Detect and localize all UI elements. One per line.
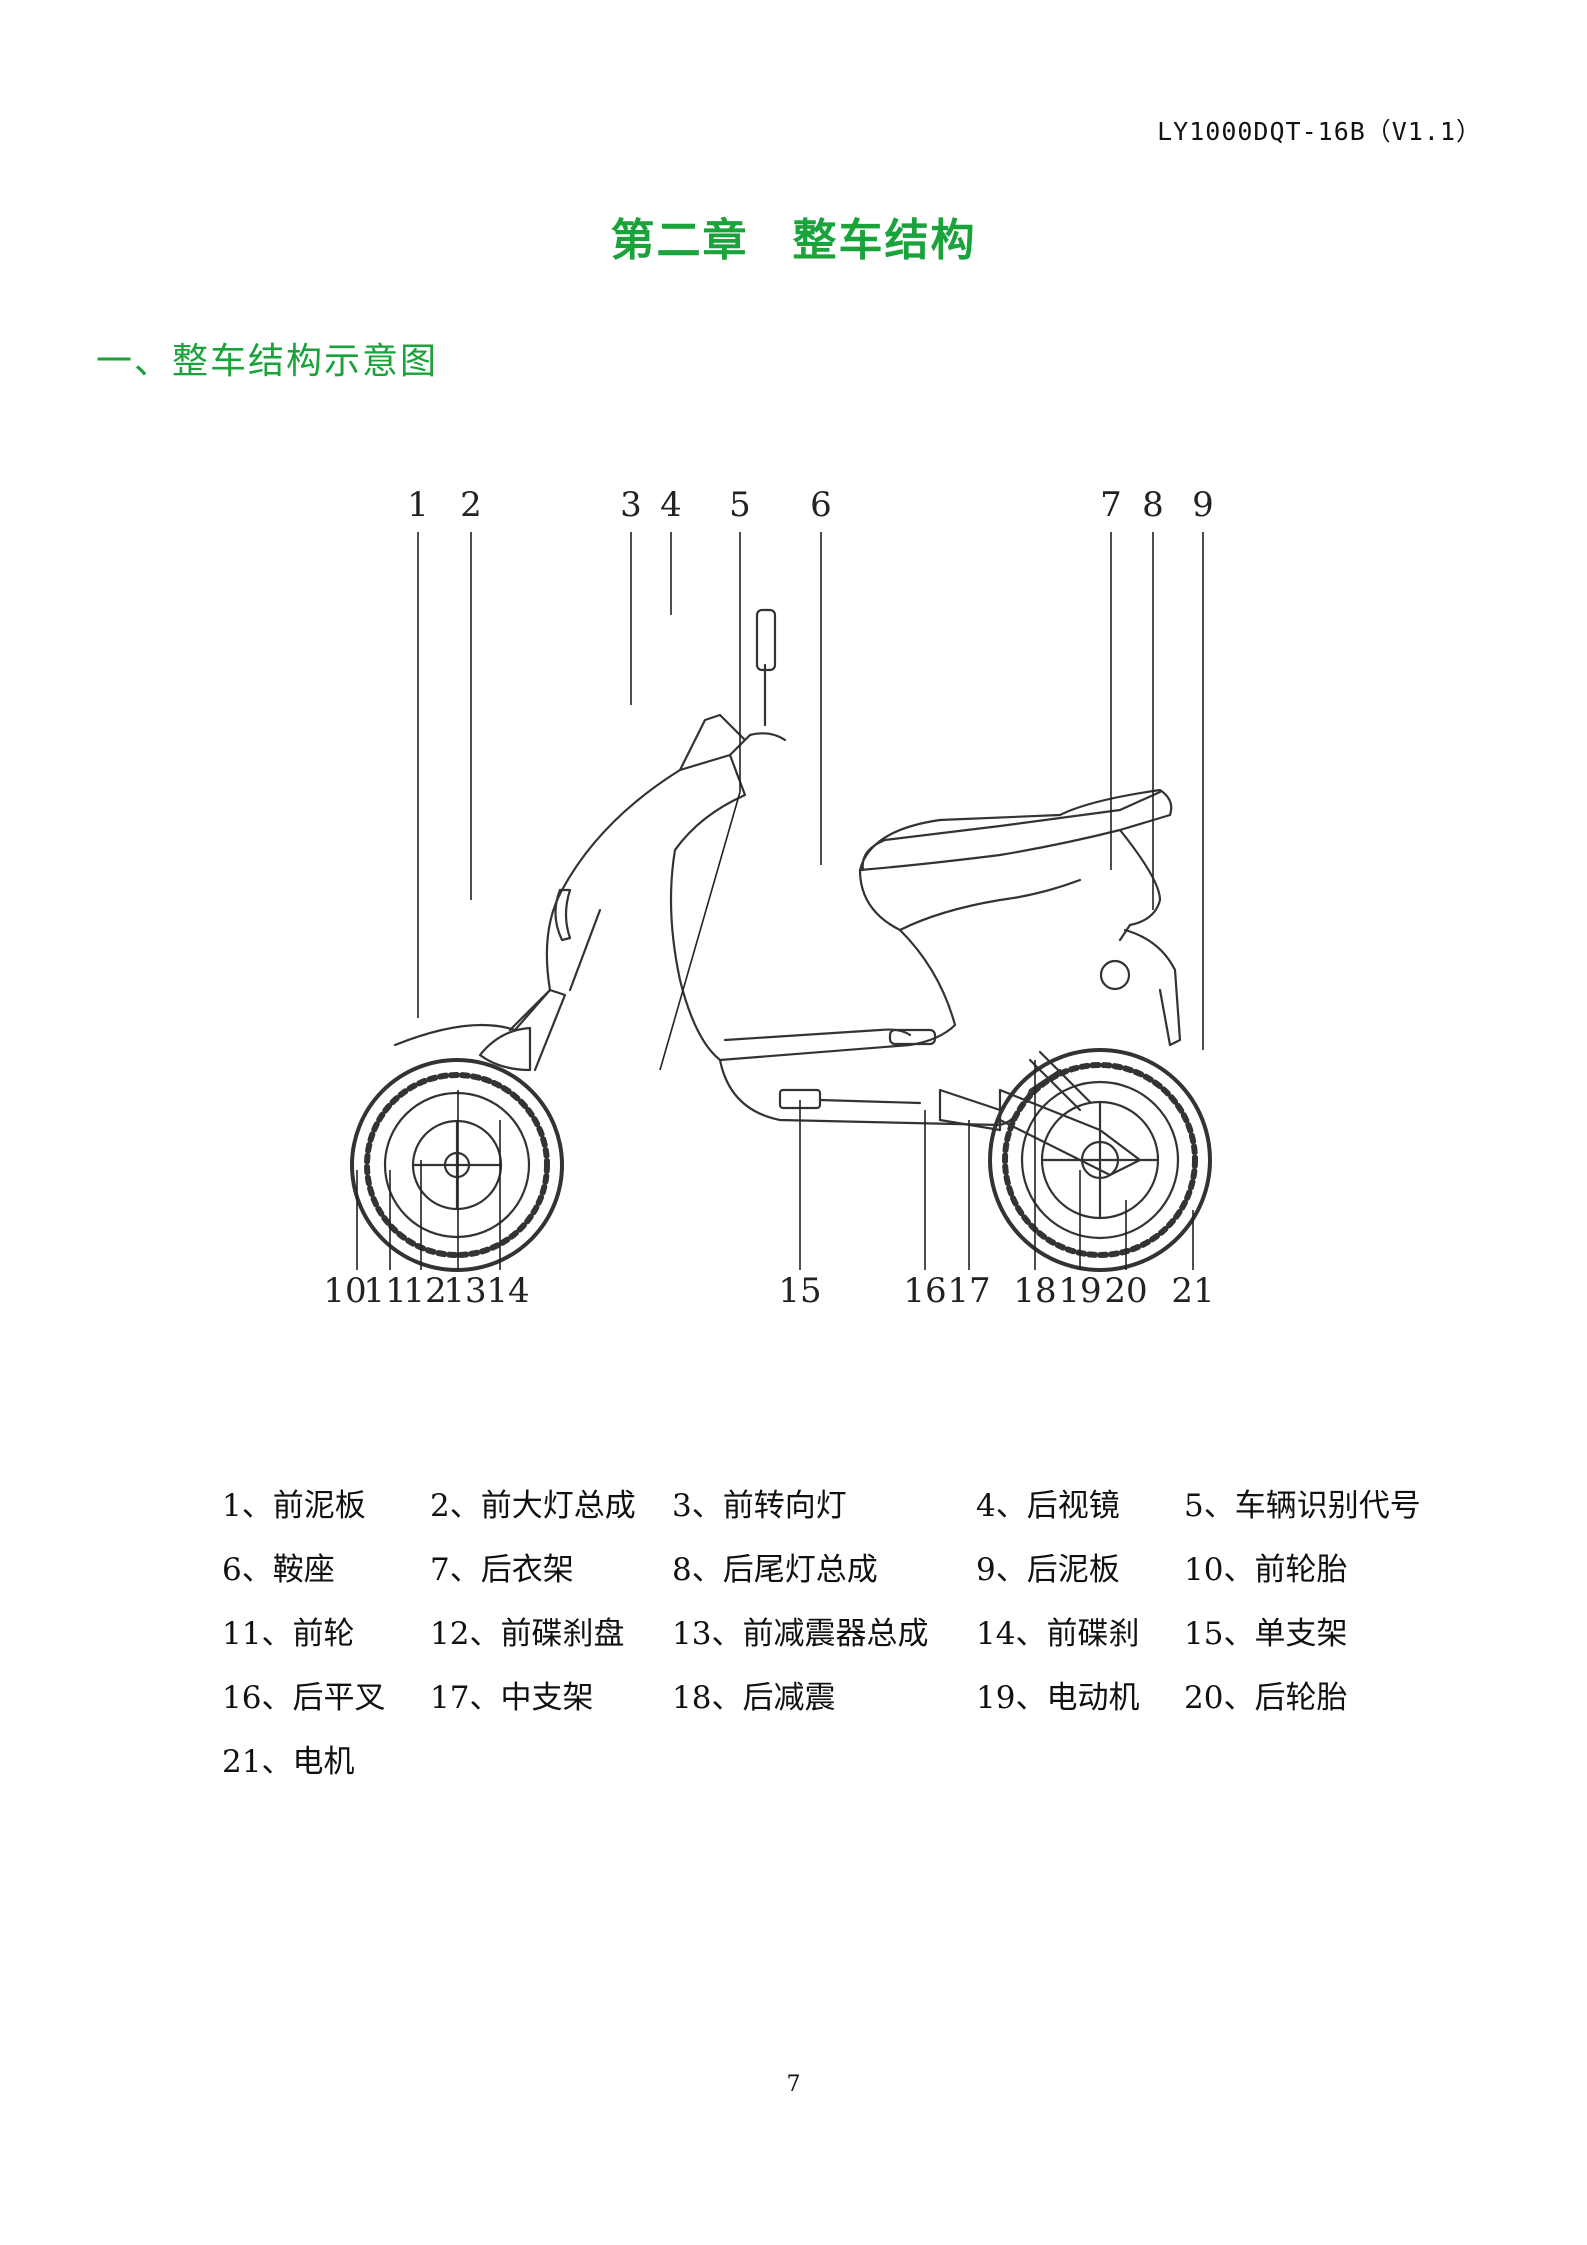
callout-4: 4 xyxy=(660,485,682,525)
part-item: 14、前碟刹 xyxy=(976,1615,1140,1652)
part-item: 18、后减震 xyxy=(672,1679,836,1716)
part-item: 16、后平叉 xyxy=(222,1679,386,1716)
parts-row: 6、鞍座 7、后衣架 8、后尾灯总成 9、后泥板 10、前轮胎 xyxy=(222,1534,1462,1598)
callout-12: 12 xyxy=(403,1271,446,1311)
parts-row: 1、前泥板 2、前大灯总成 3、前转向灯 4、后视镜 5、车辆识别代号 xyxy=(222,1470,1462,1534)
page-number: 7 xyxy=(786,2072,801,2097)
callout-18: 18 xyxy=(1013,1271,1056,1311)
part-item: 9、后泥板 xyxy=(976,1551,1120,1588)
parts-row: 11、前轮 12、前碟刹盘 13、前减震器总成 14、前碟刹 15、单支架 xyxy=(222,1598,1462,1662)
part-item: 13、前减震器总成 xyxy=(672,1615,929,1652)
parts-row: 16、后平叉 17、中支架 18、后减震 19、电动机 20、后轮胎 xyxy=(222,1662,1462,1726)
callout-10: 10 xyxy=(323,1271,366,1311)
callout-5: 5 xyxy=(729,485,751,525)
callout-3: 3 xyxy=(620,485,642,525)
callout-19: 19 xyxy=(1058,1271,1101,1311)
part-item: 17、中支架 xyxy=(430,1679,594,1716)
part-item: 5、车辆识别代号 xyxy=(1184,1487,1421,1524)
part-item: 20、后轮胎 xyxy=(1184,1679,1348,1716)
part-item: 2、前大灯总成 xyxy=(430,1487,636,1524)
part-item: 8、后尾灯总成 xyxy=(672,1551,878,1588)
scooter-structure-diagram: 1 2 3 4 5 6 7 8 9 10 11 12 13 14 15 16 1… xyxy=(300,470,1260,1330)
callout-8: 8 xyxy=(1142,485,1164,525)
chapter-number: 第二章 xyxy=(610,215,749,266)
parts-row: 21、电机 xyxy=(222,1726,1462,1790)
part-item: 12、前碟刹盘 xyxy=(430,1615,625,1652)
part-item: 10、前轮胎 xyxy=(1184,1551,1348,1588)
callout-20: 20 xyxy=(1104,1271,1147,1311)
callout-16: 16 xyxy=(903,1271,946,1311)
document-code: LY1000DQT-16B（V1.1） xyxy=(1157,117,1482,146)
part-item: 7、后衣架 xyxy=(430,1551,574,1588)
callout-15: 15 xyxy=(778,1271,821,1311)
part-item: 3、前转向灯 xyxy=(672,1487,847,1524)
part-item: 6、鞍座 xyxy=(222,1551,335,1588)
part-item: 21、电机 xyxy=(222,1743,355,1780)
callout-13: 13 xyxy=(443,1271,486,1311)
callout-2: 2 xyxy=(460,485,482,525)
front-wheel xyxy=(350,1058,564,1272)
callout-1: 1 xyxy=(407,485,429,525)
part-item: 1、前泥板 xyxy=(222,1487,366,1524)
chapter-title: 第二章整车结构 xyxy=(0,204,1587,268)
callout-14: 14 xyxy=(486,1271,529,1311)
section-title: 一、整车结构示意图 xyxy=(96,341,439,382)
callout-21: 21 xyxy=(1171,1271,1214,1311)
scooter-drawing: 1 2 3 4 5 6 7 8 9 10 11 12 13 14 15 16 1… xyxy=(323,485,1214,1311)
callout-17: 17 xyxy=(947,1271,990,1311)
body-outline xyxy=(393,753,1173,1062)
part-item: 11、前轮 xyxy=(222,1615,355,1652)
callout-6: 6 xyxy=(810,485,832,525)
parts-legend: 1、前泥板 2、前大灯总成 3、前转向灯 4、后视镜 5、车辆识别代号 6、鞍座… xyxy=(222,1470,1462,1790)
part-item: 19、电动机 xyxy=(976,1679,1140,1716)
callout-9: 9 xyxy=(1192,485,1214,525)
callout-7: 7 xyxy=(1100,485,1122,525)
part-item: 15、单支架 xyxy=(1184,1615,1348,1652)
callout-11: 11 xyxy=(363,1271,406,1311)
rear-wheel xyxy=(988,1048,1212,1272)
part-item: 4、后视镜 xyxy=(976,1487,1120,1524)
chapter-name: 整车结构 xyxy=(792,215,977,266)
